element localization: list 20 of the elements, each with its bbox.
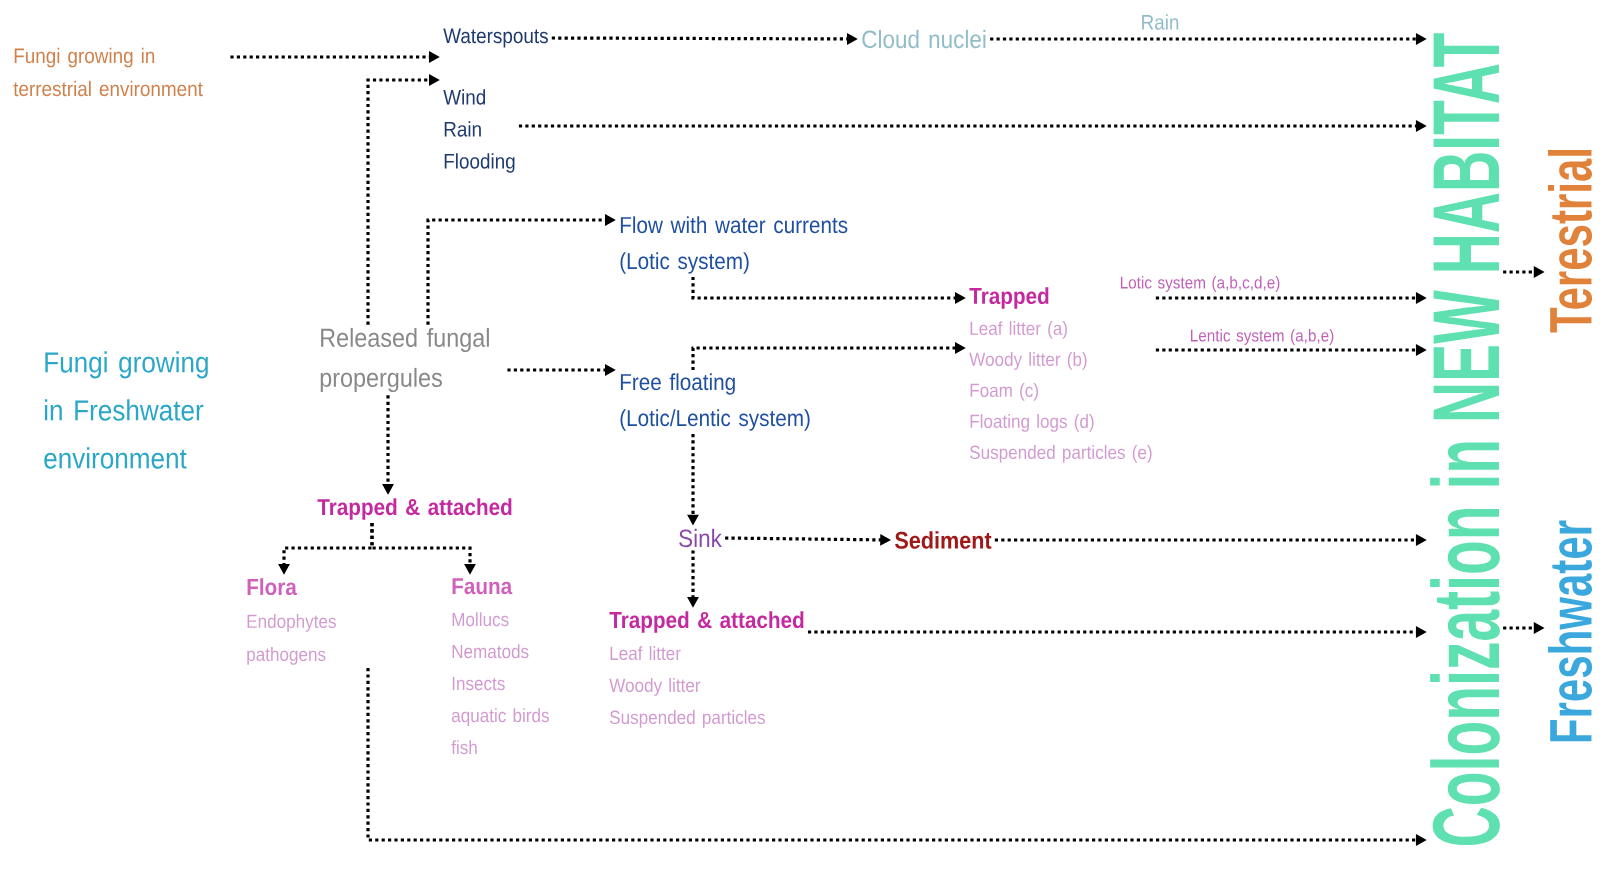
- agent-label: Waterspouts: [443, 28, 548, 48]
- stage-label: Sink: [679, 528, 722, 548]
- habitat-title: Colonization in NEW HABITAT: [1430, 33, 1500, 846]
- stage-label: Trapped & attached: [317, 498, 512, 520]
- host-label: Fauna Mollucs Nematods Insects aquatic birds fish: [451, 578, 549, 755]
- source-label: Fungi growing in Freshwater environment: [44, 351, 208, 469]
- edge-label: Rain: [1139, 13, 1181, 31]
- source-label: Fungi growing in terrestrial environment: [13, 47, 203, 97]
- edge-label: Lotic system (a,b,c,d,e): [1118, 275, 1282, 293]
- agent-label: Wind Rain Flooding: [443, 89, 515, 173]
- stage-label: Trapped & attached Leaf litter Woody litter Suspended particles: [609, 611, 804, 728]
- habitat-type-label: Freshwater: [1548, 520, 1593, 742]
- stage-label: Cloud nuclei: [862, 29, 986, 49]
- host-label: Flora Endophytes pathogens: [247, 578, 336, 665]
- edge-label: Lentic system (a,b,e): [1188, 328, 1336, 346]
- habitat-type-label: Terestrial: [1548, 150, 1593, 333]
- stage-label: Free floating (Lotic/Lentic system): [620, 373, 810, 431]
- stage-label: Sediment: [895, 531, 992, 549]
- stage-label: Flow with water currents (Lotic system): [620, 216, 848, 274]
- source-label: Released fungal propergules: [320, 327, 489, 393]
